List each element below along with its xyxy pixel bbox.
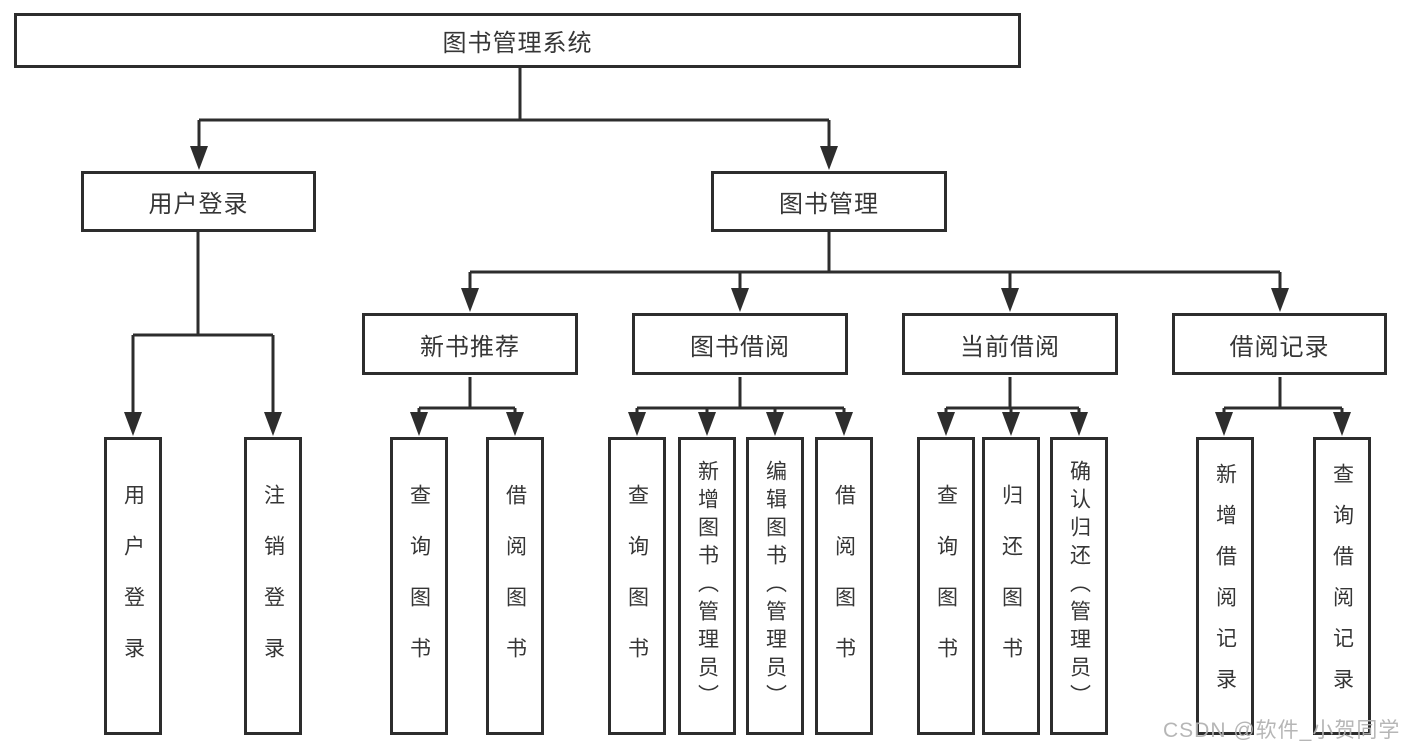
node-leaf-confirm-return-admin-label: 确认归还（管理员） — [1067, 460, 1091, 712]
node-leaf-logout-label: 注销登录 — [261, 484, 285, 688]
node-leaf-add-borrow-record-label: 新增借阅记录 — [1213, 463, 1237, 709]
node-borrow-records: 借阅记录 — [1172, 313, 1387, 375]
arrow-icon — [937, 412, 955, 436]
arrow-icon — [190, 146, 208, 170]
connector-book-borrow-to-leaves — [635, 377, 846, 414]
connector-book-management-to-level3 — [468, 232, 1282, 290]
node-leaf-confirm-return-admin: 确认归还（管理员） — [1050, 437, 1108, 735]
connector-borrow-records-to-leaves — [1222, 377, 1344, 414]
node-leaf-return-books-label: 归还图书 — [999, 484, 1023, 688]
node-book-borrow-label: 图书借阅 — [690, 333, 790, 361]
node-leaf-edit-books-admin: 编辑图书（管理员） — [746, 437, 804, 735]
arrow-icon — [410, 412, 428, 436]
node-borrow-records-label: 借阅记录 — [1229, 333, 1330, 361]
node-leaf-borrow-books-1: 借阅图书 — [486, 437, 544, 735]
node-leaf-query-borrow-record: 查询借阅记录 — [1313, 437, 1371, 735]
node-leaf-add-borrow-record: 新增借阅记录 — [1196, 437, 1254, 735]
node-current-borrow: 当前借阅 — [902, 313, 1118, 375]
arrow-icon — [1333, 412, 1351, 436]
node-book-management-label: 图书管理 — [779, 191, 879, 218]
arrow-icon — [628, 412, 646, 436]
node-root-label: 图书管理系统 — [442, 30, 593, 57]
arrow-icon — [1070, 412, 1088, 436]
connector-user-login-to-leaves — [131, 232, 275, 414]
node-leaf-return-books: 归还图书 — [982, 437, 1040, 735]
connector-root-to-level2 — [197, 68, 831, 148]
connector-new-book-to-leaves — [417, 377, 517, 414]
node-leaf-add-books-admin: 新增图书（管理员） — [678, 437, 736, 735]
arrow-icon — [835, 412, 853, 436]
node-leaf-borrow-books-2-label: 借阅图书 — [832, 484, 856, 688]
arrow-icon — [264, 412, 282, 436]
node-leaf-query-borrow-record-label: 查询借阅记录 — [1330, 463, 1354, 709]
node-user-login-label: 用户登录 — [148, 191, 249, 218]
connector-current-borrow-to-leaves — [944, 377, 1081, 414]
node-leaf-query-books-2-label: 查询图书 — [625, 484, 649, 688]
node-leaf-query-books-2: 查询图书 — [608, 437, 666, 735]
node-new-book-recommend-label: 新书推荐 — [420, 333, 520, 361]
arrow-icon — [698, 412, 716, 436]
node-leaf-query-books-1: 查询图书 — [390, 437, 448, 735]
node-leaf-add-books-admin-label: 新增图书（管理员） — [695, 460, 719, 712]
node-book-borrow: 图书借阅 — [632, 313, 848, 375]
arrow-icon — [461, 288, 479, 312]
node-leaf-borrow-books-2: 借阅图书 — [815, 437, 873, 735]
arrow-icon — [731, 288, 749, 312]
arrow-icon — [124, 412, 142, 436]
arrow-icon — [1001, 288, 1019, 312]
arrow-icon — [766, 412, 784, 436]
csdn-watermark: CSDN @软件_小贺同学 — [1163, 719, 1401, 742]
node-leaf-logout: 注销登录 — [244, 437, 302, 735]
node-leaf-borrow-books-1-label: 借阅图书 — [503, 484, 527, 688]
node-book-management: 图书管理 — [711, 171, 947, 232]
node-current-borrow-label: 当前借阅 — [960, 333, 1060, 361]
arrow-icon — [1215, 412, 1233, 436]
node-root: 图书管理系统 — [14, 13, 1021, 68]
node-new-book-recommend: 新书推荐 — [362, 313, 578, 375]
node-leaf-query-books-1-label: 查询图书 — [407, 484, 431, 688]
arrow-icon — [820, 146, 838, 170]
node-leaf-user-login: 用户登录 — [104, 437, 162, 735]
node-user-login: 用户登录 — [81, 171, 316, 232]
node-leaf-query-books-3-label: 查询图书 — [934, 484, 958, 688]
node-leaf-user-login-label: 用户登录 — [121, 484, 145, 688]
arrow-icon — [1002, 412, 1020, 436]
node-leaf-edit-books-admin-label: 编辑图书（管理员） — [763, 460, 787, 712]
arrow-icon — [1271, 288, 1289, 312]
node-leaf-query-books-3: 查询图书 — [917, 437, 975, 735]
arrow-icon — [506, 412, 524, 436]
